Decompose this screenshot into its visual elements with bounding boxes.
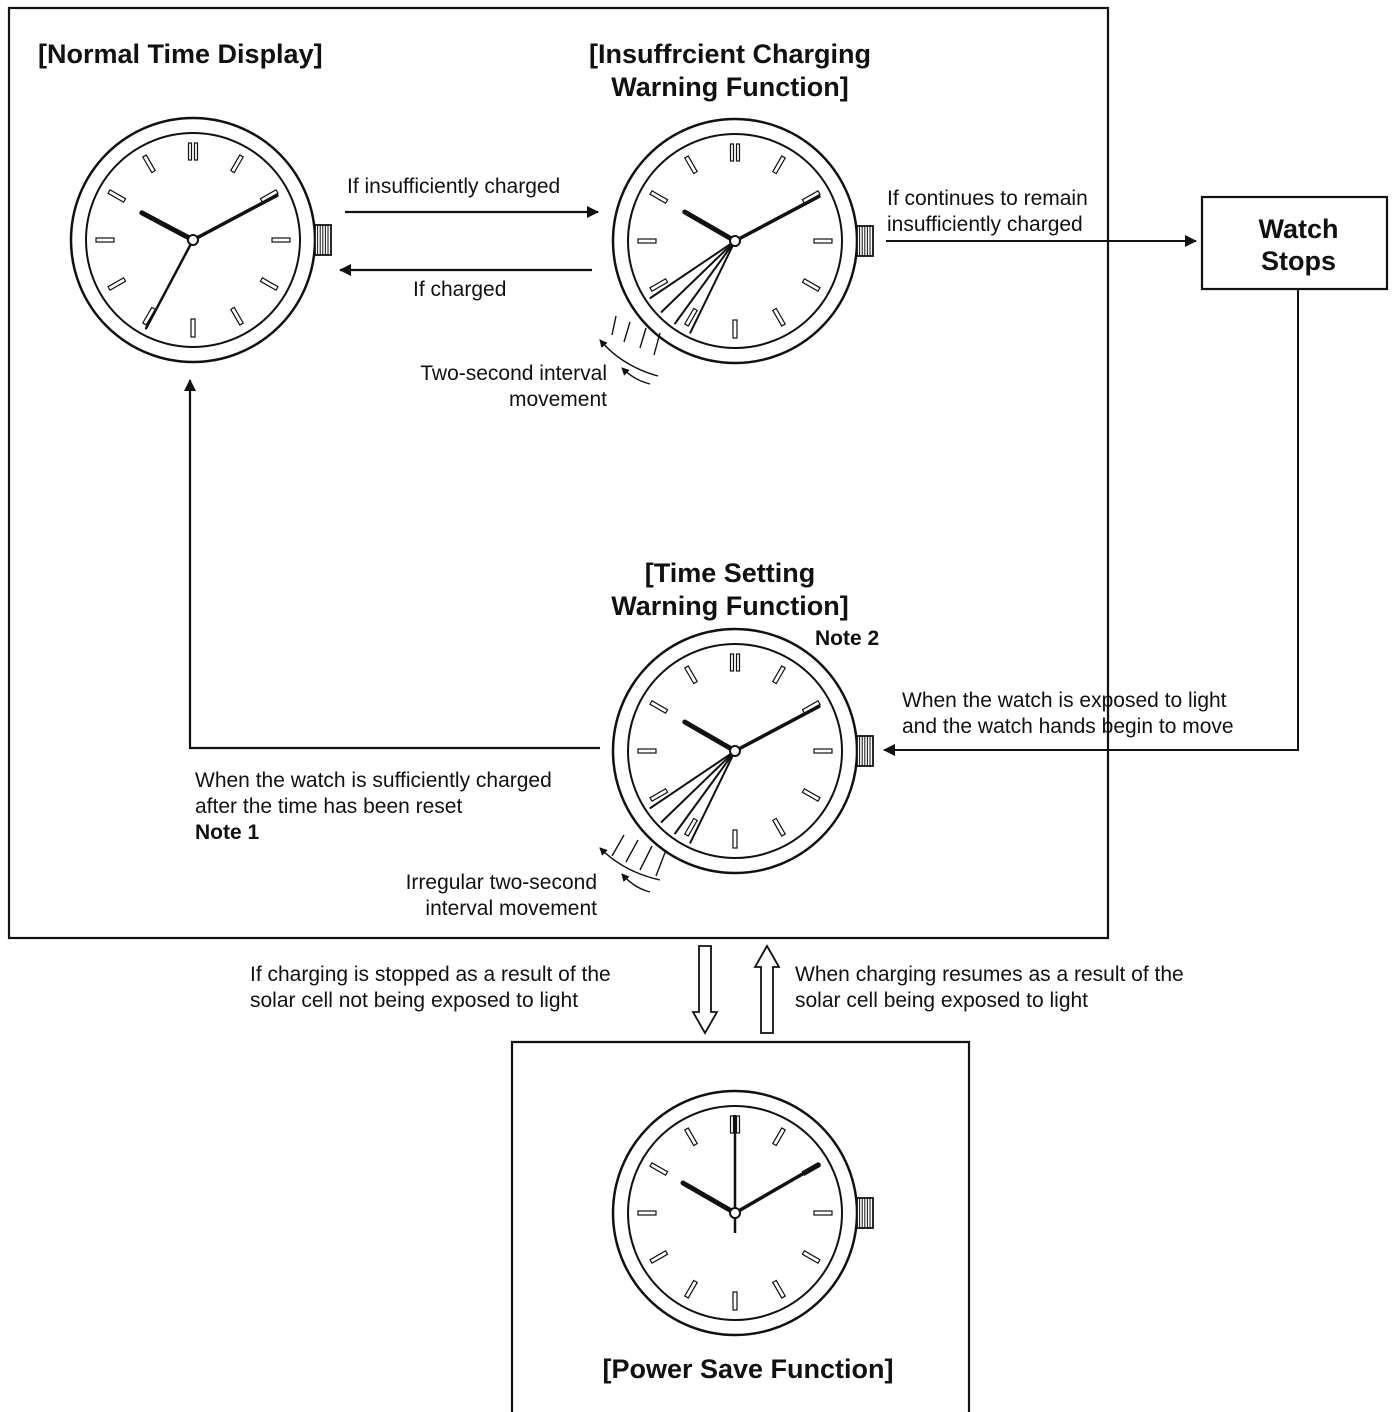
hour-marker [813,748,833,754]
second-hand-position [689,750,736,844]
hour-marker [259,276,279,292]
clock-dial [627,643,843,859]
hour-marker [187,142,199,161]
power-save-clock-icon [611,1089,874,1337]
second-hand-position [674,240,736,325]
hour-marker [271,237,291,243]
minute-hand [191,193,279,242]
hour-marker [649,699,669,715]
hour-marker [683,307,699,327]
two-second-movement-icon [599,315,661,385]
hour-marker [729,653,741,672]
normal-clock-icon [69,116,332,364]
power-save-frame [510,1040,971,1412]
irregular-movement-icon [599,834,667,893]
hour-marker [801,787,821,803]
hour-marker [141,154,157,174]
second-hand [144,238,195,330]
hour-marker [683,817,699,837]
hour-hand [139,210,196,243]
irregular-movement-label: Irregular two-second interval movement [405,871,597,920]
hour-marker [729,1115,741,1134]
note-2-label: Note 2 [815,627,880,650]
second-hand-position [649,750,736,809]
hour-hand [682,719,738,754]
clock-dial [627,133,843,349]
normal-time-display-title: [Normal Time Display] [38,39,323,69]
minute-hand [733,194,821,243]
hour-marker [771,1127,787,1147]
hollow-arrow-up [753,944,781,1034]
hour-marker [637,1210,657,1216]
hour-marker [732,829,738,849]
insufficient-clock-icon [611,117,874,365]
two-second-movement-label: Two-second interval movement [420,362,607,411]
clock-dial [85,132,301,348]
hour-marker [813,238,833,244]
hand-pivot [729,235,741,247]
arrow-time-setting-to-normal [184,379,600,750]
hour-marker [801,1249,821,1265]
arrow-watch-stops-to-time-setting [883,289,1299,756]
note-1-label: Note 1 [195,821,260,844]
charging-stopped-label: If charging is stopped as a result of th… [250,963,611,1012]
insufficient-charging-title: [Insuffrcient Charging Warning Function] [589,39,871,102]
main-frame [7,6,1110,940]
hour-marker [801,277,821,293]
hour-hand [682,209,738,244]
time-setting-title: [Time Setting Warning Function] [611,558,849,621]
hour-marker [107,188,127,204]
hand-pivot [187,234,199,246]
hour-marker [649,277,669,293]
hour-marker [683,1127,699,1147]
hour-marker [813,1210,833,1216]
if-insufficiently-charged-label: If insufficiently charged [347,175,561,198]
hand-pivot [729,745,741,757]
hour-marker [729,143,741,162]
clock-dial [627,1105,843,1321]
hour-marker [771,1279,787,1299]
hour-marker [637,238,657,244]
second-hand-position [689,240,736,334]
exposed-to-light-label: When the watch is exposed to light and t… [902,689,1234,738]
time-setting-clock-icon [611,627,874,875]
hour-hand [680,1180,738,1216]
hour-marker [229,306,245,326]
hour-marker [649,1249,669,1265]
hour-marker [683,1279,699,1299]
charging-resumes-label: When charging resumes as a result of the… [795,963,1184,1012]
hour-marker [732,319,738,339]
hour-marker [683,155,699,175]
power-save-title: [Power Save Function] [602,1354,894,1384]
continues-insufficient-label: If continues to remain insufficiently ch… [887,187,1088,236]
minute-hand [733,1162,821,1215]
hour-marker [683,665,699,685]
hollow-arrow-down [691,945,719,1035]
hour-marker [649,189,669,205]
hour-marker [190,318,196,338]
hour-marker [732,1291,738,1311]
second-hand-position [649,240,736,299]
hour-marker [95,237,115,243]
hour-marker [637,748,657,754]
second-hand-position [660,750,736,823]
hour-marker [649,1161,669,1177]
hour-marker [107,276,127,292]
hour-marker [771,155,787,175]
watch-stops-box [1200,195,1389,291]
minute-hand [733,704,821,753]
second-hand-position [674,750,736,835]
second-hand-position [660,240,736,313]
sufficiently-charged-label: When the watch is sufficiently charged a… [195,769,552,818]
hour-marker [771,307,787,327]
watch-stops-label: Watch Stops [1258,214,1339,276]
hour-marker [771,817,787,837]
hand-pivot [729,1207,741,1219]
hour-marker [771,665,787,685]
if-charged-label: If charged [413,278,507,301]
hour-marker [229,154,245,174]
hour-marker [649,787,669,803]
